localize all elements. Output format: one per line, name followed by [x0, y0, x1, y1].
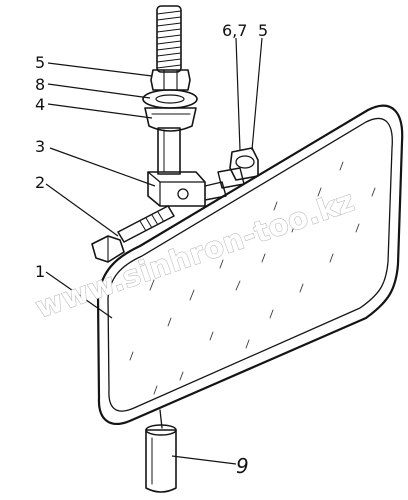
label-8: 8: [35, 75, 45, 94]
upper-washer: [142, 89, 198, 109]
mirror: [96, 104, 404, 425]
vertical-rod: [157, 127, 181, 175]
watermark-text: www.sinhron-too.kz: [31, 183, 359, 324]
label-4: 4: [35, 95, 45, 114]
adjusting-screw: [91, 205, 175, 263]
mirror-frame-inner: [107, 117, 393, 412]
mirror-glass-hatching: [129, 161, 376, 395]
label-9: 9: [236, 454, 249, 478]
label-1: 1: [35, 262, 45, 281]
right-bracket: [217, 147, 259, 189]
leader-lines: [45, 37, 263, 465]
label-5-right: 5: [258, 21, 268, 40]
callout-labels: 5 8 4 3 2 1 6,7 5 9: [35, 21, 268, 478]
lower-sleeve: [145, 424, 177, 493]
label-3: 3: [35, 137, 45, 156]
label-6-7: 6,7: [222, 21, 247, 40]
conical-bushing: [144, 107, 197, 132]
threaded-stud: [156, 5, 182, 73]
mirror-frame-outer: [96, 104, 404, 425]
upper-nut: [150, 69, 191, 91]
label-5-top: 5: [35, 53, 45, 72]
label-2: 2: [35, 173, 45, 192]
